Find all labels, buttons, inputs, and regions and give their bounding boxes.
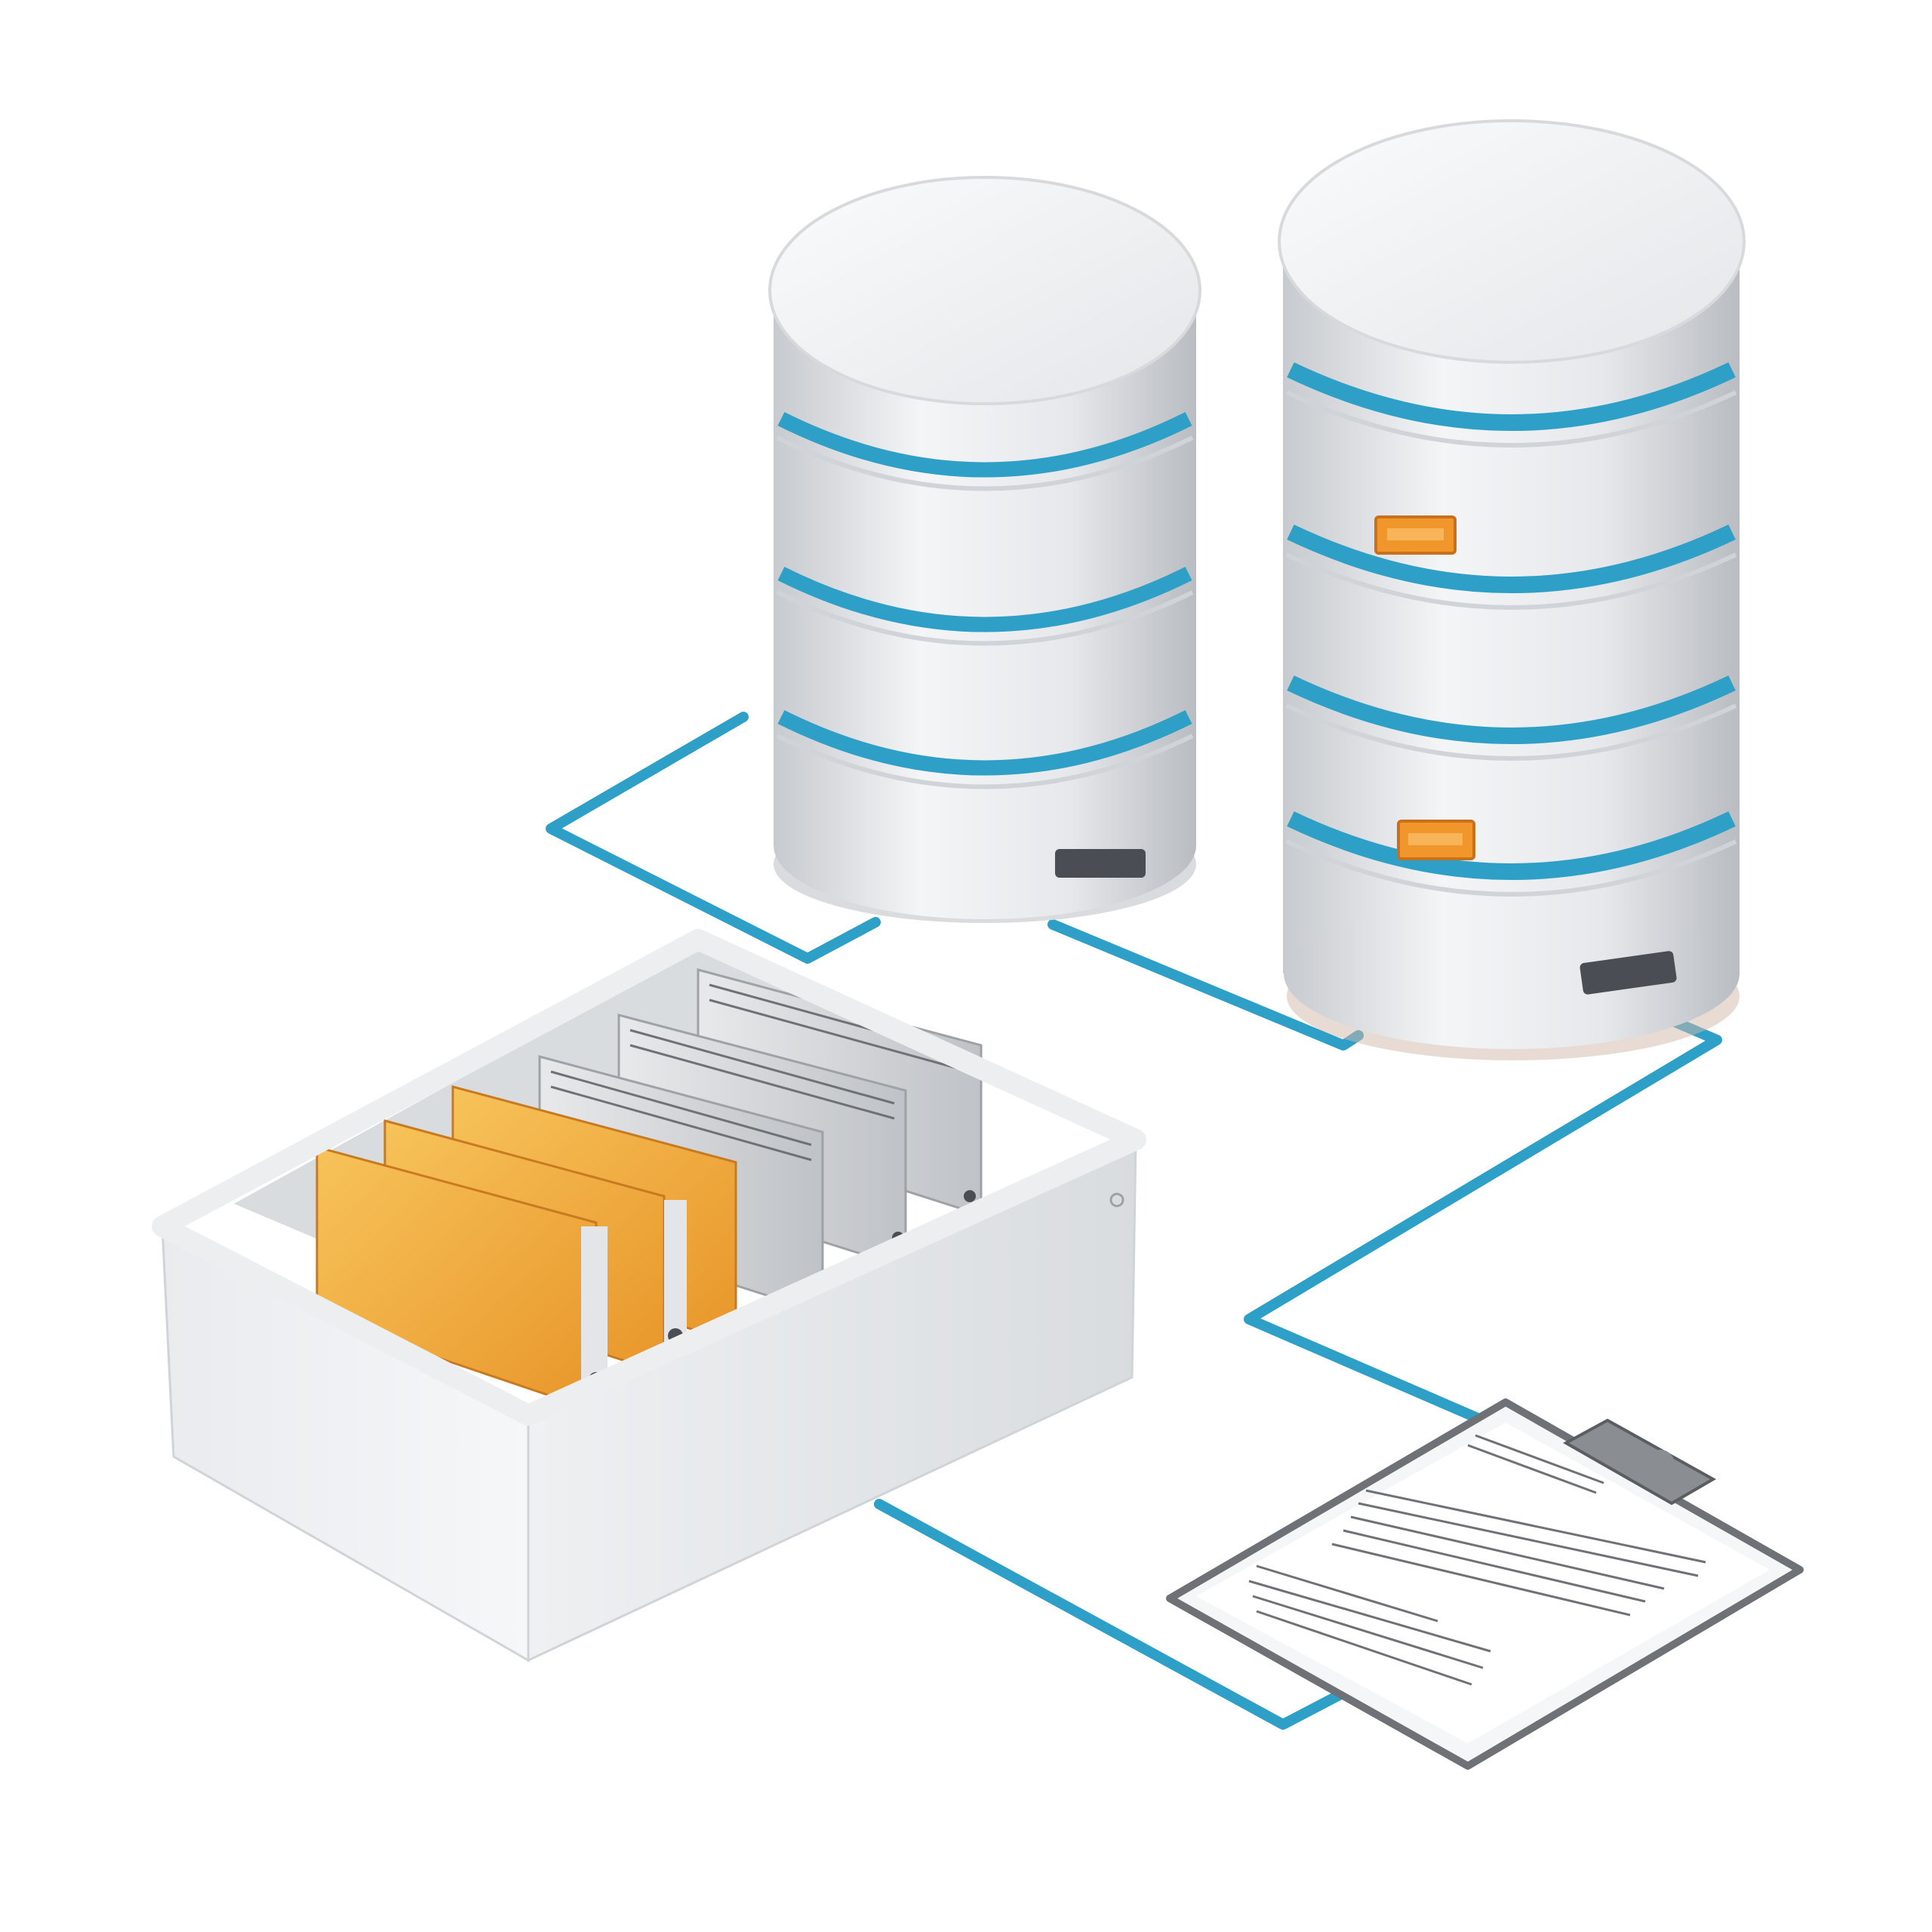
folders-orange [315,1085,976,1414]
left-cylinder-bands [777,412,1192,776]
connector-right-db-to-clipboard [1244,1012,1722,1424]
right-cylinder-bands [1287,362,1736,880]
box-keyhole-icon [1109,1192,1124,1208]
database-cylinder-right [1278,119,1746,1060]
connector-box-to-clipboard [874,1499,1356,1730]
database-cylinder-left [768,176,1201,923]
clipboard-clip-icon [1562,1418,1717,1506]
drive-slot [1580,951,1677,995]
connector-left-db-to-box [546,712,881,964]
drive-slot [1055,849,1146,878]
document-text-lines [1248,1434,1706,1686]
file-storage-box [152,929,1146,1663]
clipboard-document [1166,1398,1804,1770]
